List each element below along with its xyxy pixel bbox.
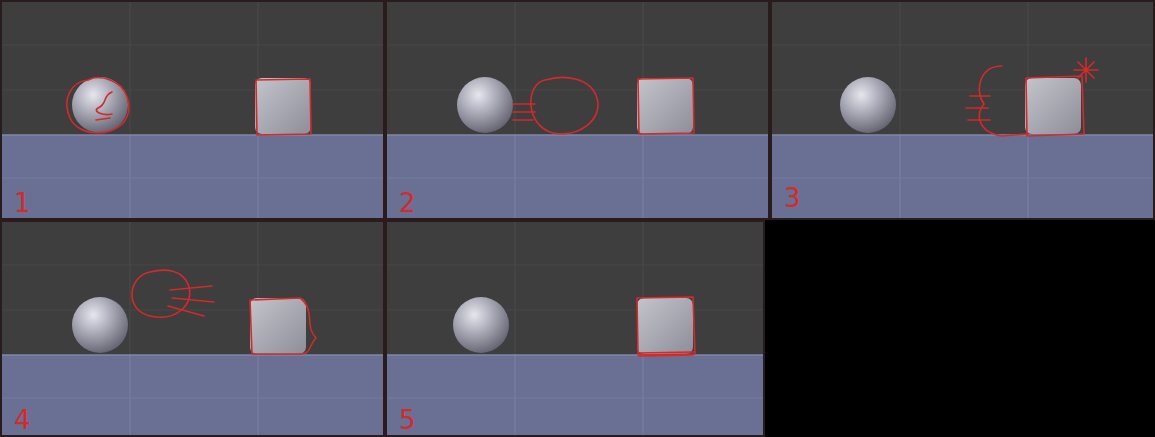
cube xyxy=(637,298,693,354)
sphere xyxy=(72,297,128,353)
red-annotation xyxy=(1074,58,1098,82)
cube xyxy=(1025,78,1081,134)
sphere xyxy=(840,77,896,133)
red-annotation xyxy=(979,66,1028,136)
viewport-panel xyxy=(0,0,385,220)
red-annotation xyxy=(638,352,694,356)
red-annotation xyxy=(638,78,694,134)
red-annotation xyxy=(1026,76,1084,136)
viewport-panel xyxy=(770,0,1155,220)
panel-number: 4 xyxy=(14,407,31,433)
viewport-panel xyxy=(385,220,765,437)
sphere xyxy=(457,77,513,133)
panel-number: 1 xyxy=(14,190,31,216)
empty-area xyxy=(765,220,1155,437)
panel-number: 5 xyxy=(399,407,416,433)
cube xyxy=(637,78,693,134)
red-annotation xyxy=(637,297,695,355)
sphere xyxy=(453,297,509,353)
red-annotation xyxy=(513,104,535,120)
viewport-panel xyxy=(0,220,385,437)
red-annotation xyxy=(256,79,311,135)
cube xyxy=(250,298,306,354)
panel-number: 3 xyxy=(784,185,801,211)
red-annotation xyxy=(250,298,316,354)
red-annotation xyxy=(966,96,990,120)
red-annotation xyxy=(96,92,112,120)
cube xyxy=(255,78,311,134)
red-annotation xyxy=(531,77,598,133)
panel-number: 2 xyxy=(399,190,416,216)
red-annotation xyxy=(67,78,129,133)
red-annotation xyxy=(168,286,214,316)
viewport-panel xyxy=(385,0,770,220)
